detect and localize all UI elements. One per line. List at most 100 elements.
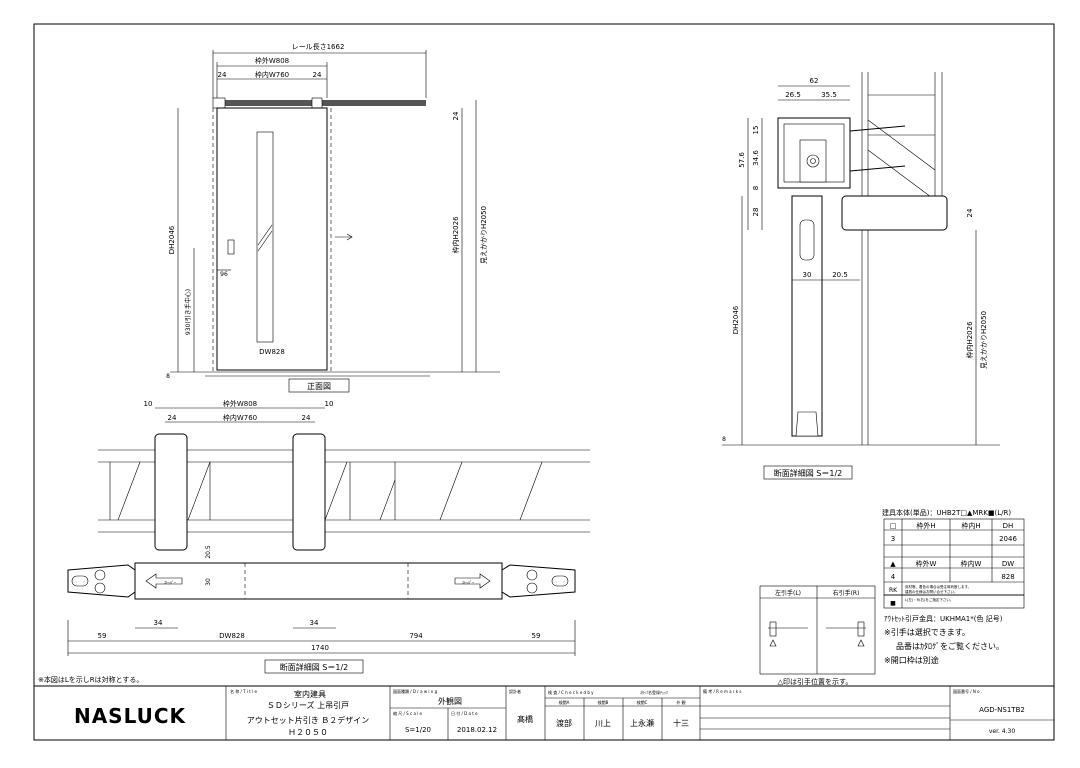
spec-rk-note2: 建具の仕様はお問い合せ下さい。 bbox=[905, 589, 958, 594]
brand-logo: NASLUCK bbox=[74, 704, 187, 728]
plan-right-10: 10 bbox=[325, 400, 334, 408]
sec-h8: 8 bbox=[752, 186, 760, 190]
spec-w-3: DW bbox=[1002, 560, 1014, 568]
spec-note-2: 品番はｶﾀﾛｸﾞをご覧ください。 bbox=[896, 641, 1004, 651]
sec-w355: 35.5 bbox=[821, 91, 837, 99]
plan-thickness: 30 bbox=[205, 578, 212, 586]
end-cap-left bbox=[67, 564, 136, 598]
plan-gap: 20.5 bbox=[205, 545, 212, 559]
rail-stop-right bbox=[311, 97, 323, 109]
spec-rk-note: 床材等、着色の場合は受注時判断します。 bbox=[905, 584, 971, 589]
plan-794: 794 bbox=[409, 632, 423, 640]
tb-title-1: 室内建具 bbox=[294, 689, 326, 699]
dh-label: DH2046 bbox=[168, 225, 176, 254]
tb-role-1: 検閲B bbox=[598, 699, 609, 705]
visible-h-label: 見えかかりH2050 bbox=[480, 206, 488, 264]
front-view-caption: 正面図 bbox=[307, 382, 331, 391]
pull-note: △印は引手位置を示す。 bbox=[778, 677, 853, 686]
spec-rw-3: 828 bbox=[1001, 573, 1014, 581]
sec-h15: 15 bbox=[752, 126, 760, 135]
tb-remarks-label: 備 考 / R e m a r k s bbox=[703, 688, 741, 694]
tb-name-2: 上永瀬 bbox=[630, 718, 654, 728]
floor-guide bbox=[795, 411, 819, 437]
frame-h-label: 枠内H2026 bbox=[451, 216, 460, 254]
stopper-label-left: ｽﾄｯﾊﾟｰ bbox=[164, 579, 176, 585]
tb-role-2: 検閲C bbox=[637, 699, 648, 705]
tb-name-0: 渡部 bbox=[556, 718, 572, 728]
tb-design-label: 設計者 bbox=[509, 688, 521, 694]
plan-left-59: 59 bbox=[98, 632, 107, 640]
header-block bbox=[841, 195, 948, 231]
spec-h-2: 枠内H bbox=[961, 521, 980, 530]
sec-h24: 24 bbox=[966, 208, 974, 217]
spec-h-1: 枠外H bbox=[916, 521, 935, 530]
vertical-section: 62 26.5 35.5 57.6 15 34.6 8 28 24 30 20.… bbox=[722, 72, 1000, 480]
tb-name-3: 十三 bbox=[673, 718, 689, 728]
plan-door-panel bbox=[134, 562, 503, 600]
tb-date: 2018.02.12 bbox=[457, 726, 497, 734]
glass-slit bbox=[256, 131, 274, 343]
tb-drawing: 外観図 bbox=[438, 696, 462, 706]
side-24-right: 24 bbox=[313, 71, 322, 79]
pull-height-label: 930(引き手中心) bbox=[184, 289, 192, 335]
tb-scale-label: 縮 尺 / S c a l e bbox=[393, 710, 423, 716]
end-cap-right bbox=[501, 564, 576, 598]
spec-title: 建具本体(単品)：UHB2T□▲MRK■(L/R) bbox=[882, 508, 1011, 517]
spec-note-1: ※引手は選択できます。 bbox=[884, 627, 970, 637]
sec-visible-h: 見えかかりH2050 bbox=[980, 311, 988, 369]
spec-w-2: 枠内W bbox=[961, 559, 982, 568]
spec-table: 建具本体(単品)：UHB2T□▲MRK■(L/R) □ 枠外H 枠内H DH 3… bbox=[882, 508, 1025, 665]
sec-w30: 30 bbox=[803, 271, 812, 279]
top-24-label: 24 bbox=[452, 111, 460, 120]
sec-h28: 28 bbox=[752, 208, 760, 217]
plan-offset-left: 34 bbox=[154, 619, 163, 627]
plan-left-10: 10 bbox=[144, 400, 153, 408]
spec-w-1: 枠外W bbox=[916, 559, 937, 568]
side-24-left: 24 bbox=[218, 71, 227, 79]
spec-sq: ■ bbox=[890, 600, 896, 607]
tb-scale: S=1/20 bbox=[405, 726, 431, 734]
door-panel bbox=[216, 107, 328, 371]
front-elevation: レール長さ1662 枠外W808 24 枠内W760 24 DH2046 930… bbox=[166, 43, 500, 393]
sec-w265: 26.5 bbox=[785, 91, 801, 99]
spec-rw-0: 4 bbox=[891, 573, 896, 581]
pull-right-label: 右引手(R) bbox=[833, 589, 860, 597]
tb-designer: 髙橋 bbox=[517, 714, 533, 724]
tb-title-label: 名 称 / T i t l e bbox=[230, 688, 257, 694]
sec-dh: DH2046 bbox=[732, 305, 740, 334]
frame-outer-label: 枠外W808 bbox=[255, 56, 289, 65]
title-block: NASLUCK 名 称 / T i t l e 室内建具 ＳＤシリーズ 上吊引戸… bbox=[34, 685, 1054, 740]
spec-w-0: ▲ bbox=[890, 560, 896, 568]
sec-h576: 57.6 bbox=[738, 152, 746, 168]
plan-right-24: 24 bbox=[302, 414, 311, 422]
tb-number: AGD-NS1TB2 bbox=[979, 706, 1025, 714]
pull-handle bbox=[227, 239, 235, 255]
tb-check-label: 検 査 / C h e c k e d b y bbox=[548, 689, 594, 695]
sec-w205: 20.5 bbox=[832, 271, 848, 279]
section-door bbox=[791, 195, 823, 437]
mirror-note: ※本図はLを示しRは対称とする。 bbox=[38, 675, 143, 684]
tb-version: ver. 4.30 bbox=[989, 728, 1016, 735]
plan-caption: 断面詳細図 S＝1/2 bbox=[280, 662, 349, 672]
section-caption: 断面詳細図 S＝1/2 bbox=[774, 468, 843, 478]
tb-role-3: 外 観 bbox=[676, 699, 685, 705]
tb-title-3: アウトセット片引き Ｂ２デザイン bbox=[247, 715, 370, 725]
spec-rh-3: 2046 bbox=[999, 535, 1017, 543]
jamb-left bbox=[154, 433, 188, 551]
handle-offset: 96 bbox=[220, 271, 228, 278]
stopper-arrow-right bbox=[454, 573, 491, 589]
tb-name-1: 川上 bbox=[595, 719, 611, 728]
pull-diagram: 左引手(L) 右引手(R) △印は引手位置を示す。 bbox=[759, 585, 876, 686]
base-8: 8 bbox=[166, 373, 170, 380]
sheet-border bbox=[33, 23, 1055, 741]
spec-hardware: ｱｳﾄｾｯﾄ引戸金具：UKHMA1*(色 記号) bbox=[884, 614, 1003, 623]
spec-h-0: □ bbox=[890, 522, 897, 530]
sec-h346: 34.6 bbox=[752, 150, 760, 166]
sec-w62: 62 bbox=[810, 77, 819, 85]
pull-left-label: 左引手(L) bbox=[775, 589, 801, 597]
stopper-label-right: ｽﾄｯﾊﾟｰ bbox=[462, 579, 474, 585]
plan-frame-outer: 枠外W808 bbox=[223, 399, 257, 408]
plan-left-24: 24 bbox=[168, 414, 177, 422]
sec-base-8: 8 bbox=[722, 436, 726, 443]
